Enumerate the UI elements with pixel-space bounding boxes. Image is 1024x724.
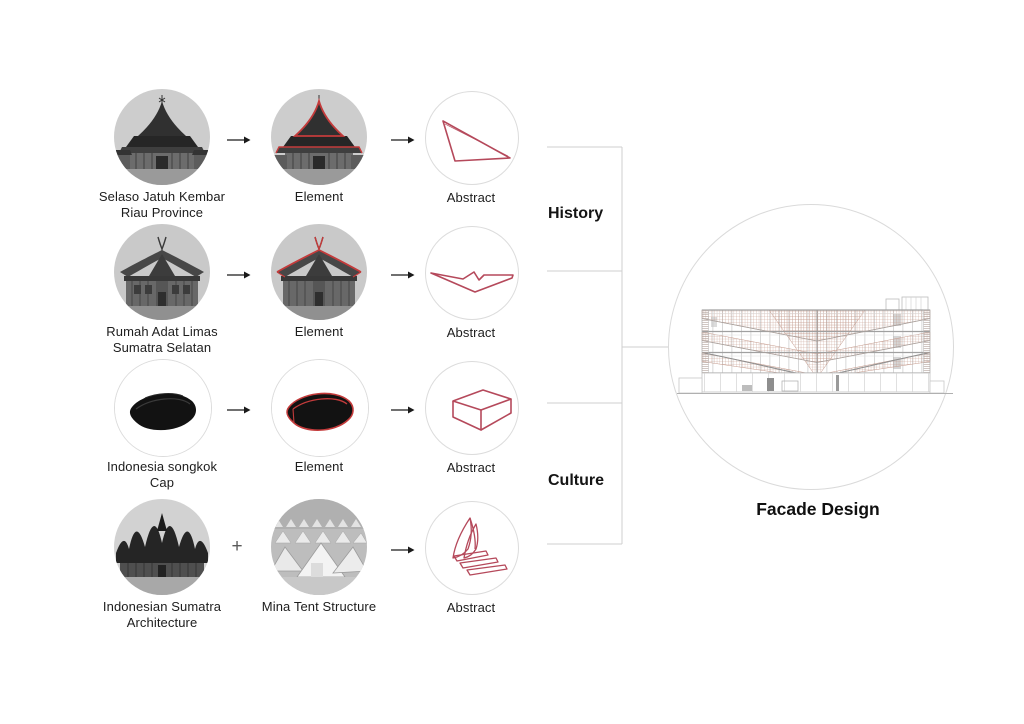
abstract-label: Abstract: [446, 460, 496, 475]
selaso-jatuh-kembar-photo: [114, 89, 210, 185]
limas-roof-highlight-photo: [271, 224, 367, 320]
songkok-outline-highlight-photo: [272, 360, 368, 456]
caption-line: Sumatra Selatan: [112, 339, 212, 355]
element-photo-2: [271, 224, 367, 320]
arrow-right-icon: [391, 542, 415, 554]
selaso-roof-highlight-photo: [271, 89, 367, 185]
wing-roof-outline: [430, 271, 514, 293]
triangle-roof-outline: [442, 120, 511, 162]
facade-design-label: Facade Design: [756, 499, 880, 519]
element-photo-1: [271, 89, 367, 185]
arrow-right-icon: [227, 402, 251, 414]
caption-line: Selaso Jatuh Kembar: [98, 189, 226, 204]
abstract-shape-3: [425, 361, 519, 455]
rumah-adat-limas-photo: [114, 224, 210, 320]
source-photo-minangkabau: [114, 499, 210, 595]
element-photo-3: [271, 359, 369, 457]
caption-line: Cap: [149, 474, 175, 490]
source-photo-mina-tent: [271, 499, 367, 595]
curved-sail-outline: [452, 517, 508, 576]
arrow-right-icon: [391, 132, 415, 144]
mina-tent-label: Mina Tent Structure: [261, 599, 377, 614]
plus-icon: +: [231, 536, 243, 557]
abstract-label: Abstract: [446, 600, 496, 615]
arrow-right-icon: [391, 402, 415, 414]
source-caption: Rumah Adat Limas Sumatra Selatan: [67, 324, 257, 355]
abstract-label: Abstract: [446, 190, 496, 205]
abstract-shape-1: [425, 91, 519, 185]
element-label: Element: [294, 189, 344, 204]
arrow-right-icon: [227, 132, 251, 144]
mina-tent-photo: [271, 499, 367, 595]
minangkabau-architecture-photo: [114, 499, 210, 595]
facade-circle: [668, 204, 954, 490]
element-label: Element: [294, 459, 344, 474]
songkok-cap-photo: [115, 360, 211, 456]
source-caption: Indonesian Sumatra Architecture: [67, 599, 257, 630]
source-photo-songkok: [114, 359, 212, 457]
caption-line: Riau Province: [120, 204, 204, 220]
element-label: Element: [294, 324, 344, 339]
group-label-history: History: [548, 205, 604, 222]
abstract-shape-2: [425, 226, 519, 320]
caption-line: Indonesian Sumatra: [102, 599, 222, 614]
source-photo-selaso: [114, 89, 210, 185]
arrow-right-icon: [227, 267, 251, 279]
caption-line: Architecture: [126, 614, 198, 630]
box-3d-outline: [452, 389, 512, 431]
source-caption: Indonesia songkok Cap: [67, 459, 257, 490]
group-label-culture: Culture: [548, 472, 604, 489]
caption-line: Indonesia songkok: [106, 459, 218, 474]
abstract-shape-4: [425, 501, 519, 595]
source-caption: Selaso Jatuh Kembar Riau Province: [67, 189, 257, 220]
caption-line: Rumah Adat Limas: [106, 324, 218, 339]
arrow-right-icon: [391, 267, 415, 279]
source-photo-limas: [114, 224, 210, 320]
abstract-label: Abstract: [446, 325, 496, 340]
